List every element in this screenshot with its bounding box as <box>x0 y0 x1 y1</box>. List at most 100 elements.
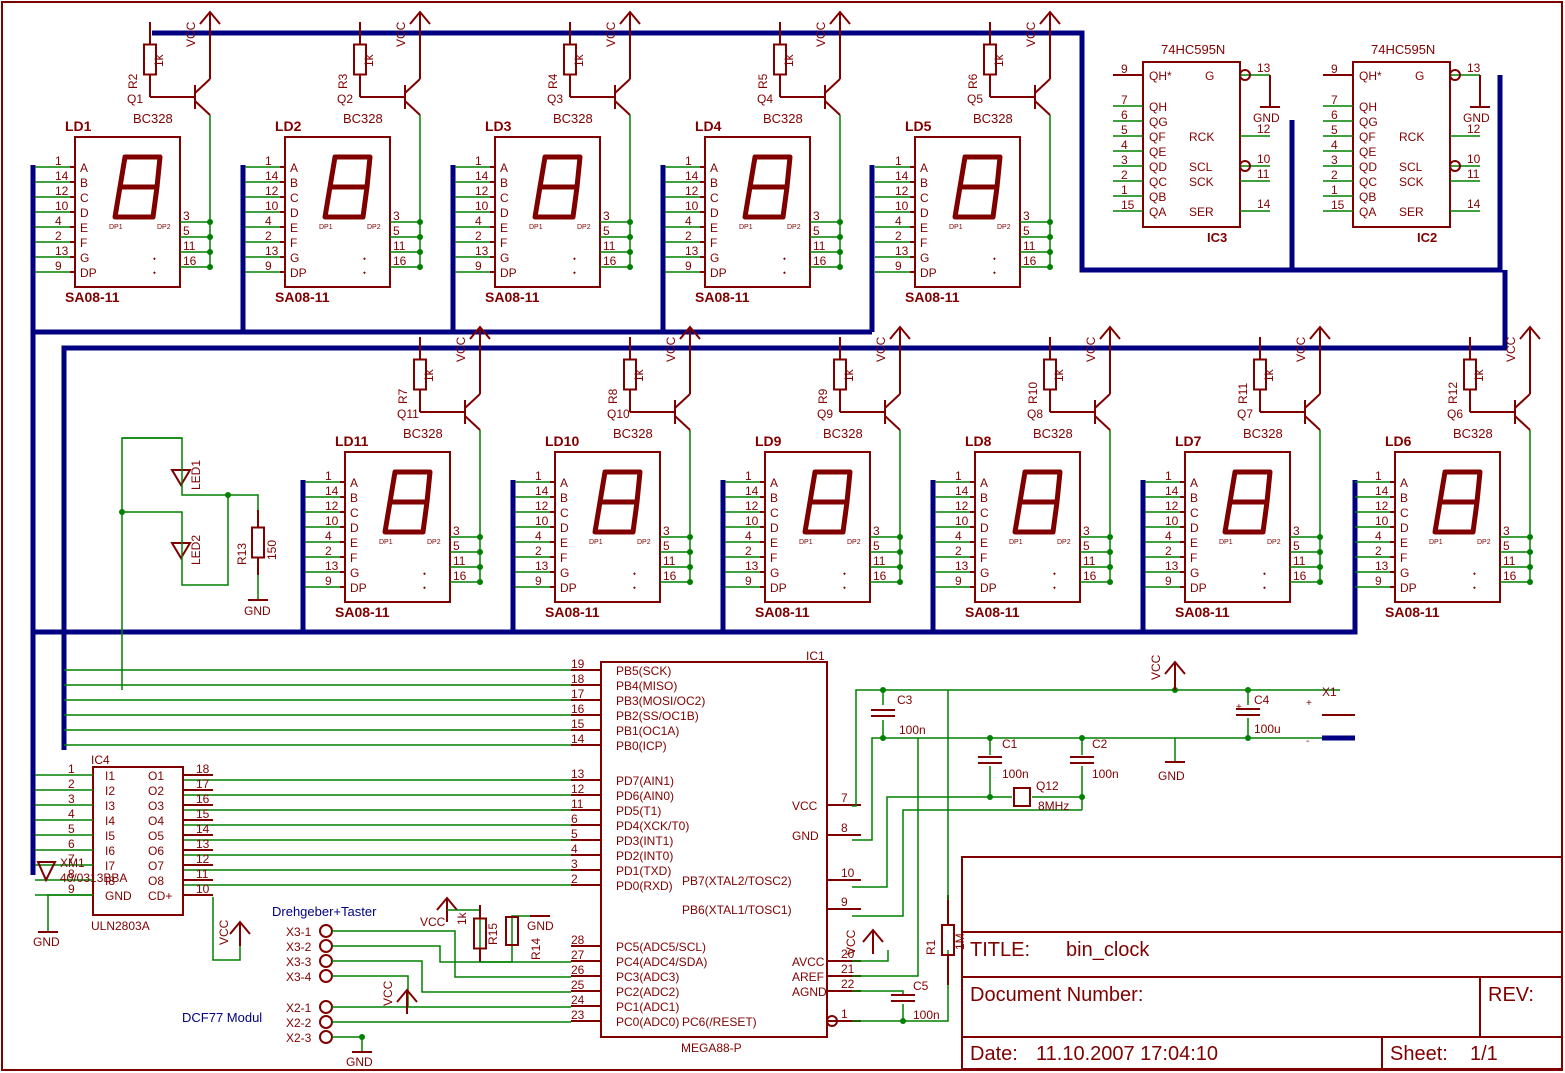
pin-number: 13 <box>1375 559 1389 573</box>
pin-number: 28 <box>571 933 585 947</box>
pin-name: PC4(ADC4/SDA) <box>616 955 707 969</box>
pin-name: G <box>1415 69 1424 83</box>
segment-label: E <box>500 221 508 235</box>
pin-number: 11 <box>1467 167 1480 181</box>
pin-name: QH* <box>1359 69 1382 83</box>
dp1-label: DP1 <box>739 224 753 231</box>
pin-number: 14 <box>955 484 969 498</box>
pin-number: 1 <box>1165 469 1172 483</box>
pin-number: 6 <box>571 812 578 826</box>
display-ref: LD9 <box>755 433 782 449</box>
pin-name: QA <box>1149 205 1166 219</box>
pin-number: 5 <box>1083 539 1090 553</box>
segment-label: C <box>920 191 929 205</box>
segment-label: E <box>920 221 928 235</box>
seven-segment-glyph <box>1222 469 1273 535</box>
junction <box>225 492 231 498</box>
seven-segment-glyph <box>1012 469 1063 535</box>
display-ref: LD5 <box>905 118 932 134</box>
pin-number: 16 <box>183 254 197 268</box>
transistor-ref: Q11 <box>397 407 419 421</box>
dp-marker: ⬩ <box>783 268 786 277</box>
gnd-label: GND <box>527 919 554 933</box>
vcc-label: VCC <box>1084 336 1098 362</box>
display-value: SA08-11 <box>965 604 1020 620</box>
pin-name: PD3(INT1) <box>616 834 673 848</box>
vcc-label: VCC <box>814 21 828 47</box>
segment-outline <box>952 154 1003 220</box>
segment-label: F <box>710 236 717 250</box>
resistor-ref: R6 <box>966 73 980 89</box>
pin-number: 5 <box>1331 123 1338 137</box>
connector-pin <box>319 1015 333 1029</box>
pin-number: 16 <box>1023 254 1037 268</box>
pin-number: 9 <box>685 259 692 273</box>
resistor-ref: R12 <box>1446 382 1460 404</box>
segment-label: C <box>770 506 779 520</box>
pin-number: 14 <box>685 169 699 183</box>
pin-number: 13 <box>955 559 969 573</box>
segment-label: C <box>710 191 719 205</box>
vcc-label: VCC <box>394 21 408 47</box>
pin-number: 5 <box>813 224 820 238</box>
segment-label: G <box>710 251 719 265</box>
pin-name: QC <box>1149 175 1167 189</box>
pin-number: 12 <box>571 782 585 796</box>
segment-label: B <box>710 176 718 190</box>
pin-number: 14 <box>325 484 339 498</box>
segment-label: F <box>80 236 87 250</box>
pin-number: 9 <box>1375 574 1382 588</box>
segment-label: F <box>350 551 357 565</box>
pin-name: VCC <box>792 799 818 813</box>
segment-label: E <box>290 221 298 235</box>
diode-icon <box>36 861 57 883</box>
pin-number: 12 <box>895 184 909 198</box>
pin-name: GND <box>105 889 132 903</box>
pin-number: 17 <box>196 777 210 791</box>
pin-name: QD <box>1359 160 1377 174</box>
pin-name: QH* <box>1149 69 1172 83</box>
r1-label: R1 <box>924 939 938 955</box>
junction <box>987 735 993 741</box>
transistor-ref: Q1 <box>127 92 143 106</box>
ic-value: 74HC595N <box>1161 42 1225 57</box>
pin-number: 12 <box>535 499 549 513</box>
pin-number: 4 <box>571 842 578 856</box>
pin-number: 2 <box>745 544 752 558</box>
vcc-label: VCC <box>604 21 618 47</box>
date-value: 11.10.2007 17:04:10 <box>1036 1043 1218 1065</box>
pin-name: PD7(AIN1) <box>616 774 674 788</box>
dp-marker: ⬩ <box>573 254 576 263</box>
pin-number: 2 <box>475 229 482 243</box>
dp1-label: DP1 <box>529 224 543 231</box>
segment-label: DP <box>350 581 367 595</box>
pin-number: 14 <box>475 169 489 183</box>
seven-segment-glyph <box>322 154 373 220</box>
resistor-value: 1k <box>1052 368 1066 382</box>
pin-number: 2 <box>265 229 272 243</box>
segment-label: C <box>1190 506 1199 520</box>
resistor-value: 1k <box>632 368 646 382</box>
pin-number: 4 <box>55 214 62 228</box>
pin-number: 22 <box>841 977 855 991</box>
c3-label: C3 <box>897 693 913 707</box>
pin-number: 16 <box>453 569 467 583</box>
segment-label: A <box>500 161 508 175</box>
pin-name: I8 <box>105 874 115 888</box>
dp2-label: DP2 <box>997 224 1011 231</box>
pin-name: SER <box>1399 205 1424 219</box>
c5-value: 100n <box>913 1008 940 1022</box>
pin-number: 25 <box>571 978 585 992</box>
pin-number: 4 <box>685 214 692 228</box>
display-ref: LD10 <box>545 433 579 449</box>
pin-number: 1 <box>895 154 902 168</box>
x2-pin-label: X2-3 <box>286 1031 312 1045</box>
x1-plus: + <box>1306 698 1312 709</box>
pin-number: 18 <box>196 762 210 776</box>
segment-label: A <box>920 161 928 175</box>
pin-number: 15 <box>196 807 210 821</box>
pin-number: 9 <box>68 882 75 896</box>
pin-number: 11 <box>1503 554 1516 568</box>
pin-number: 14 <box>1375 484 1389 498</box>
